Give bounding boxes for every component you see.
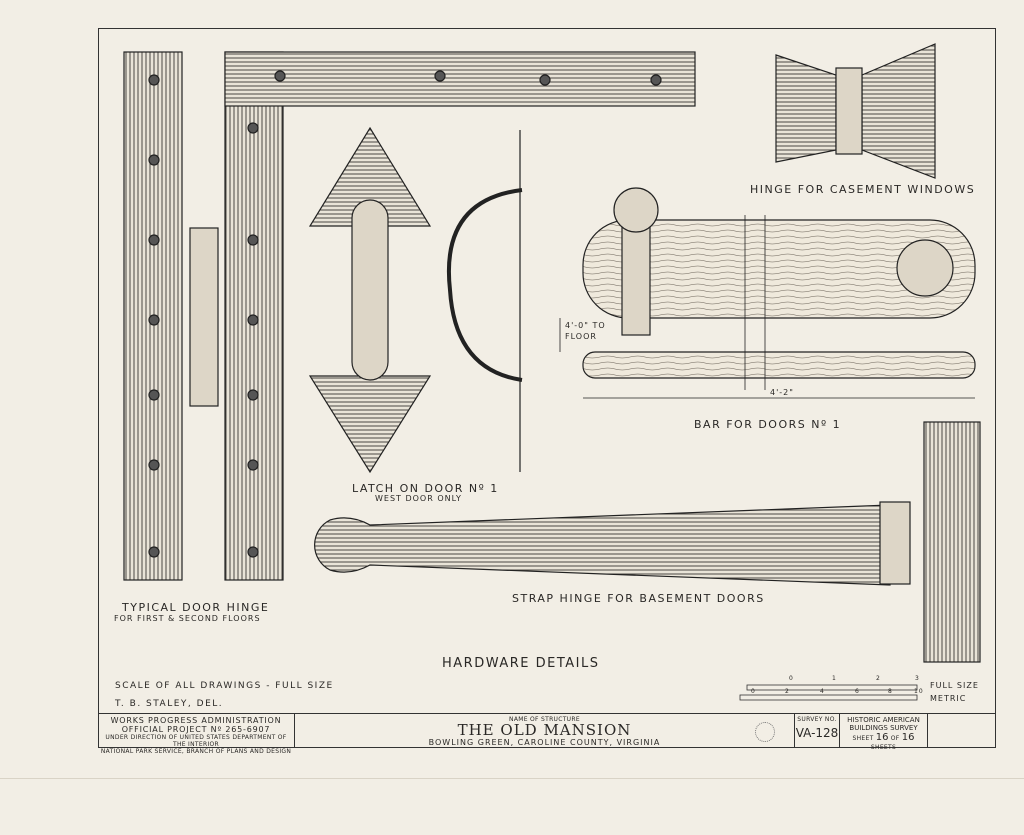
casement-label: HINGE FOR CASEMENT WINDOWS (750, 183, 976, 196)
metric-tick: 4 (820, 688, 825, 695)
door-hinge-label: TYPICAL DOOR HINGE (122, 601, 270, 614)
survey-number: VA-128 (795, 726, 839, 740)
scale-note: SCALE OF ALL DRAWINGS - FULL SIZE (115, 681, 334, 691)
index-cell (928, 714, 996, 748)
metric-tick: 10 (914, 688, 924, 695)
paper-fold-line (0, 778, 1024, 779)
project-number: OFFICIAL PROJECT Nº 265-6907 (121, 725, 271, 734)
sheets-word: SHEETS (870, 744, 897, 751)
scale-tick: 3 (915, 675, 920, 682)
latch-sublabel: WEST DOOR ONLY (375, 494, 462, 503)
full-size-label: FULL SIZE (930, 681, 979, 690)
agency-cell: WORKS PROGRESS ADMINISTRATION OFFICIAL P… (98, 714, 295, 755)
latch-label: LATCH ON DOOR Nº 1 (352, 482, 499, 495)
location: BOWLING GREEN, CAROLINE COUNTY, VIRGINIA (428, 738, 661, 747)
drawing-border (98, 28, 996, 748)
survey-cell: SURVEY NO. VA-128 (795, 714, 840, 748)
metric-tick: 2 (785, 688, 790, 695)
survey-name-cell: HISTORIC AMERICAN BUILDINGS SURVEY SHEET… (840, 714, 928, 751)
scale-bar (739, 684, 918, 701)
structure-cell: NAME OF STRUCTURE THE OLD MANSION BOWLIN… (295, 714, 795, 748)
sheet-title: HARDWARE DETAILS (442, 656, 600, 671)
agency-note: UNDER DIRECTION OF UNITED STATES DEPARTM… (105, 734, 287, 748)
metric-tick: 8 (888, 688, 893, 695)
scale-tick: 2 (876, 675, 881, 682)
door-hinge-sublabel: FOR FIRST & SECOND FLOORS (114, 614, 261, 623)
bar-for-doors (559, 187, 976, 399)
scale-tick: 0 (789, 675, 794, 682)
agency-line: WORKS PROGRESS ADMINISTRATION (110, 716, 282, 725)
bar-dim-length: 4'-2" (770, 388, 794, 397)
of-word: OF (890, 735, 900, 742)
sheet-no: 16 (875, 732, 889, 743)
metric-tick: 6 (855, 688, 860, 695)
metric-label: METRIC (930, 694, 967, 703)
typical-door-hinge (123, 51, 696, 581)
sheet-number: SHEET 16 OF 16 SHEETS (840, 732, 927, 751)
structure-name: THE OLD MANSION (457, 721, 632, 739)
bar-dim-height: 4'-0" TO (565, 321, 606, 330)
survey-caption: SURVEY NO. (797, 716, 837, 723)
strap-hinge (314, 421, 981, 663)
survey-name: BUILDINGS SURVEY (849, 724, 918, 732)
title-block: WORKS PROGRESS ADMINISTRATION OFFICIAL P… (98, 713, 996, 755)
delineator: T. B. STALEY, DEL. (115, 699, 224, 709)
name-caption: NAME OF STRUCTURE (509, 716, 580, 723)
strap-hinge-label: STRAP HINGE FOR BASEMENT DOORS (512, 592, 765, 605)
metric-tick: 0 (751, 688, 756, 695)
agency-note: NATIONAL PARK SERVICE, BRANCH OF PLANS A… (100, 748, 292, 755)
latch-on-door (308, 126, 523, 474)
sheet-word: SHEET (852, 735, 874, 742)
seal-icon (755, 722, 775, 742)
bar-dim-height-floor: FLOOR (565, 332, 597, 341)
scale-tick: 1 (832, 675, 837, 682)
survey-name: HISTORIC AMERICAN (847, 716, 920, 724)
sheet-total: 16 (901, 732, 915, 743)
bar-label: BAR FOR DOORS Nº 1 (694, 418, 842, 431)
casement-hinge (775, 43, 936, 179)
